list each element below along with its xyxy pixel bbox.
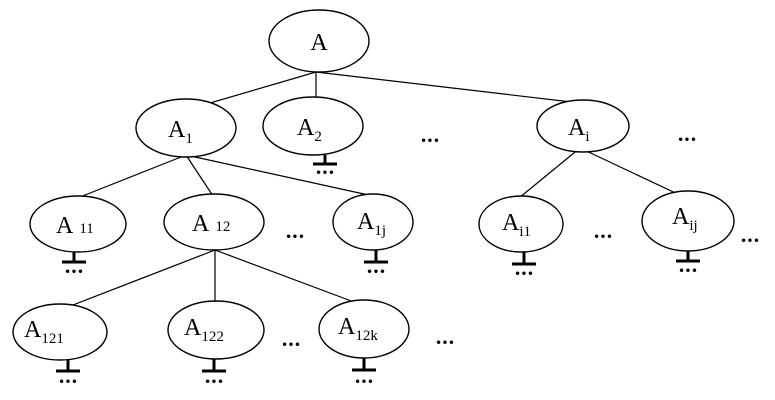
- ground-a2: [313, 155, 337, 166]
- node-a1j: A1j: [332, 193, 414, 251]
- node-ai1: Ai1: [478, 195, 564, 253]
- edge-ai-ai1: [518, 147, 581, 199]
- ellipsis-under-a12k: •••: [354, 377, 373, 388]
- ellipsis-level1-middle: •••: [420, 136, 439, 147]
- ellipsis-level3-a: •••: [281, 340, 300, 351]
- node-a12k: A12k: [318, 299, 410, 359]
- node-ai1-base: A: [502, 210, 520, 236]
- ellipsis-under-a2: •••: [315, 168, 334, 179]
- node-ai: Ai: [536, 99, 630, 153]
- edge-a1-a11: [79, 154, 187, 198]
- node-a1-base: A: [168, 117, 186, 143]
- ellipsis-under-a11: •••: [64, 267, 83, 278]
- ellipsis-under-a1j: •••: [366, 267, 385, 278]
- svg-text:A1j: A1j: [357, 209, 386, 239]
- svg-text:A11: A 11: [56, 213, 94, 239]
- ground-aij: [676, 251, 700, 263]
- ground-a121: [56, 360, 80, 373]
- ellipsis-under-ai1: •••: [514, 269, 533, 280]
- ellipsis-level2-a: •••: [285, 232, 304, 243]
- node-ai-base: A: [568, 115, 586, 141]
- node-a121-base: A: [24, 317, 42, 343]
- edge-a1-a12: [185, 154, 214, 197]
- node-a121-sub: 121: [41, 331, 64, 347]
- node-ai-sub: i: [585, 129, 589, 145]
- ground-a11: [62, 252, 86, 264]
- node-ai1-sub: i1: [519, 224, 531, 240]
- node-a122: A122: [167, 300, 265, 360]
- node-root-label: A: [310, 30, 328, 56]
- ellipsis-level1-right: •••: [677, 135, 696, 146]
- node-a12: A 12: [163, 193, 265, 251]
- node-a12k-base: A: [338, 314, 356, 340]
- svg-text:Aij: Aij: [672, 204, 698, 234]
- ellipsis-level3-right: •••: [435, 338, 454, 349]
- node-a122-base: A: [184, 315, 202, 341]
- ground-symbols: [56, 155, 700, 373]
- svg-text:Ai: Ai: [568, 115, 590, 145]
- node-a12k-sub: 12k: [355, 328, 378, 344]
- svg-text:A121: A121: [24, 317, 64, 347]
- node-a2-base: A: [297, 115, 315, 141]
- node-aij-base: A: [672, 204, 690, 230]
- node-root: A: [268, 9, 370, 73]
- svg-text:A12k: A12k: [338, 314, 378, 344]
- node-a1j-base: A: [357, 209, 375, 235]
- node-a1: A1: [135, 98, 237, 158]
- node-a12-base: A: [192, 211, 210, 237]
- node-a1-sub: 1: [185, 131, 193, 147]
- edge-a1-a1j: [185, 154, 374, 197]
- tree-edges: [59, 71, 685, 311]
- ellipsis-level2-right: •••: [740, 236, 759, 247]
- edge-a12-a121: [59, 249, 216, 311]
- edge-a12-a12k: [214, 249, 363, 306]
- node-a11-base: A: [56, 213, 74, 239]
- ellipsis-under-a122: •••: [204, 377, 223, 388]
- svg-text:A12: A 12: [192, 211, 230, 237]
- node-a11: A 11: [29, 195, 127, 253]
- ellipsis-under-aij: •••: [678, 266, 697, 277]
- svg-text:A122: A122: [184, 315, 224, 345]
- ground-a1j: [364, 250, 388, 264]
- node-a12-sub: 12: [215, 219, 230, 235]
- edge-ai-aij: [579, 147, 685, 198]
- node-a122-sub: 122: [201, 329, 224, 345]
- edge-root-ai: [315, 71, 581, 104]
- node-aij: Aij: [641, 190, 735, 252]
- node-a1j-sub: 1j: [374, 223, 386, 239]
- ground-ai1: [512, 252, 536, 266]
- node-a2: A2: [262, 96, 364, 156]
- svg-text:Ai1: Ai1: [502, 210, 531, 240]
- ellipsis-under-a121: •••: [58, 377, 77, 388]
- ground-a122: [202, 359, 226, 373]
- node-aij-sub: ij: [689, 218, 697, 234]
- ground-a12k: [352, 358, 376, 372]
- node-a2-sub: 2: [314, 129, 322, 145]
- svg-text:A2: A2: [297, 115, 322, 145]
- node-a121: A121: [12, 303, 108, 361]
- ellipsis-level2-b: •••: [593, 232, 612, 243]
- ellipsis-marks: ••• ••• ••• ••• ••• ••• ••• ••• ••• ••• …: [58, 135, 759, 388]
- node-a11-sub: 11: [79, 221, 93, 237]
- svg-text:A1: A1: [168, 117, 193, 147]
